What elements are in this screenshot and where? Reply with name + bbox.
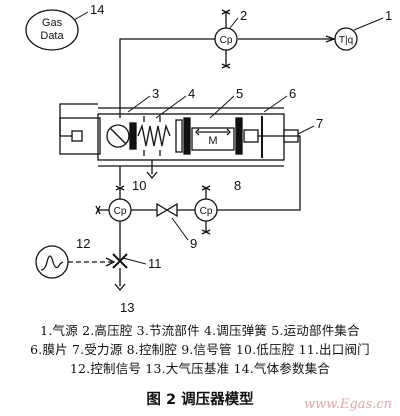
label-8: 8 <box>234 178 241 193</box>
label-12: 12 <box>76 236 90 251</box>
figure-caption: 图 2 调压器模型 <box>146 392 254 408</box>
label-5: 5 <box>236 86 243 101</box>
label-13: 13 <box>120 300 134 315</box>
cp-label-2: Cp <box>220 35 233 46</box>
regulator-model-diagram: Gas Data T|q Cp <box>25 2 392 315</box>
control-signal-node <box>35 245 116 279</box>
control-chamber-pipe <box>217 135 301 211</box>
legend-line-2: 6.膜片 7.受力源 8.控制腔 9.信号管 10.低压腔 11.出口阀门 <box>30 342 370 357</box>
label-2: 2 <box>240 8 247 23</box>
gas-data-node: Gas Data <box>25 9 79 51</box>
pressure-spring <box>137 123 171 147</box>
label-11: 11 <box>148 256 162 271</box>
label-3: 3 <box>152 86 159 101</box>
label-14: 14 <box>90 2 104 17</box>
label-4: 4 <box>188 86 195 101</box>
cp-label-8: Cp <box>200 206 213 217</box>
source-arrow <box>325 35 336 43</box>
low-pressure-node: Cp <box>95 185 132 222</box>
gas-source-label: T|q <box>339 35 353 46</box>
label-1: 1 <box>385 8 392 23</box>
outlet-valve <box>112 253 128 269</box>
label-6: 6 <box>289 86 296 101</box>
watermark: www.Egas.cn <box>304 397 392 412</box>
regulator-body: M <box>59 107 299 180</box>
high-pressure-node: Cp <box>214 9 238 69</box>
legend-line-1: 1.气源 2.高压腔 3.节流部件 4.调压弹簧 5.运动部件集合 <box>40 323 360 338</box>
cp-label-10: Cp <box>114 206 127 217</box>
label-9: 9 <box>190 236 197 251</box>
motion-label: M <box>208 135 217 147</box>
control-chamber-node: Cp <box>194 185 218 235</box>
gas-source-node: T|q <box>334 27 358 51</box>
high-pressure-pipe <box>119 38 215 118</box>
label-7: 7 <box>316 116 323 131</box>
signal-tube-valve <box>156 202 178 218</box>
gas-data-label-line1: Gas <box>42 17 63 29</box>
label-10: 10 <box>132 178 146 193</box>
left-return-pipe <box>59 103 98 136</box>
gas-data-label-line2: Data <box>40 30 64 42</box>
legend-line-3: 12.控制信号 13.大气压基准 14.气体参数集合 <box>69 361 331 376</box>
